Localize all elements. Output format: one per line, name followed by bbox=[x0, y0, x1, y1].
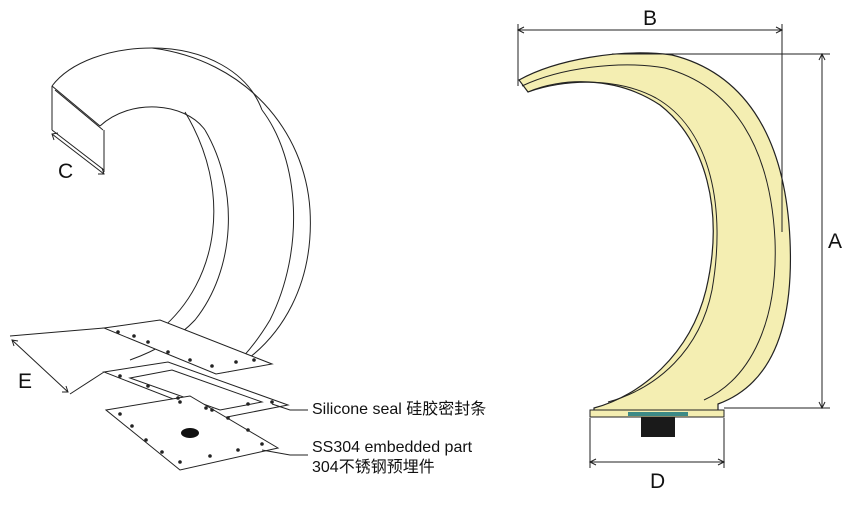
callout-silicone-seal: Silicone seal 硅胶密封条 bbox=[312, 400, 486, 418]
dimension-label-d: D bbox=[650, 470, 665, 493]
drain-hole-icon bbox=[181, 428, 199, 438]
dimension-label-b: B bbox=[643, 7, 657, 30]
plate-bolt-holes bbox=[116, 330, 274, 464]
dimension-label-e: E bbox=[18, 370, 32, 393]
dimension-d bbox=[588, 418, 726, 468]
callout-embedded-part-en: SS304 embedded part bbox=[312, 439, 473, 456]
profile-anchor-block bbox=[641, 417, 675, 437]
profile-view bbox=[518, 52, 792, 437]
dimension-c bbox=[51, 132, 105, 175]
dimension-e bbox=[9, 327, 105, 395]
profile-outline bbox=[518, 52, 792, 415]
dimension-label-a: A bbox=[828, 230, 842, 253]
dimension-a bbox=[612, 52, 830, 410]
dimension-label-c: C bbox=[58, 160, 73, 183]
isometric-spout bbox=[51, 47, 311, 373]
base-plates bbox=[102, 319, 290, 471]
dimension-b bbox=[516, 24, 784, 232]
callout-embedded-part-cn: 304不锈钢预埋件 bbox=[312, 458, 435, 476]
callout-leaders bbox=[261, 403, 308, 456]
